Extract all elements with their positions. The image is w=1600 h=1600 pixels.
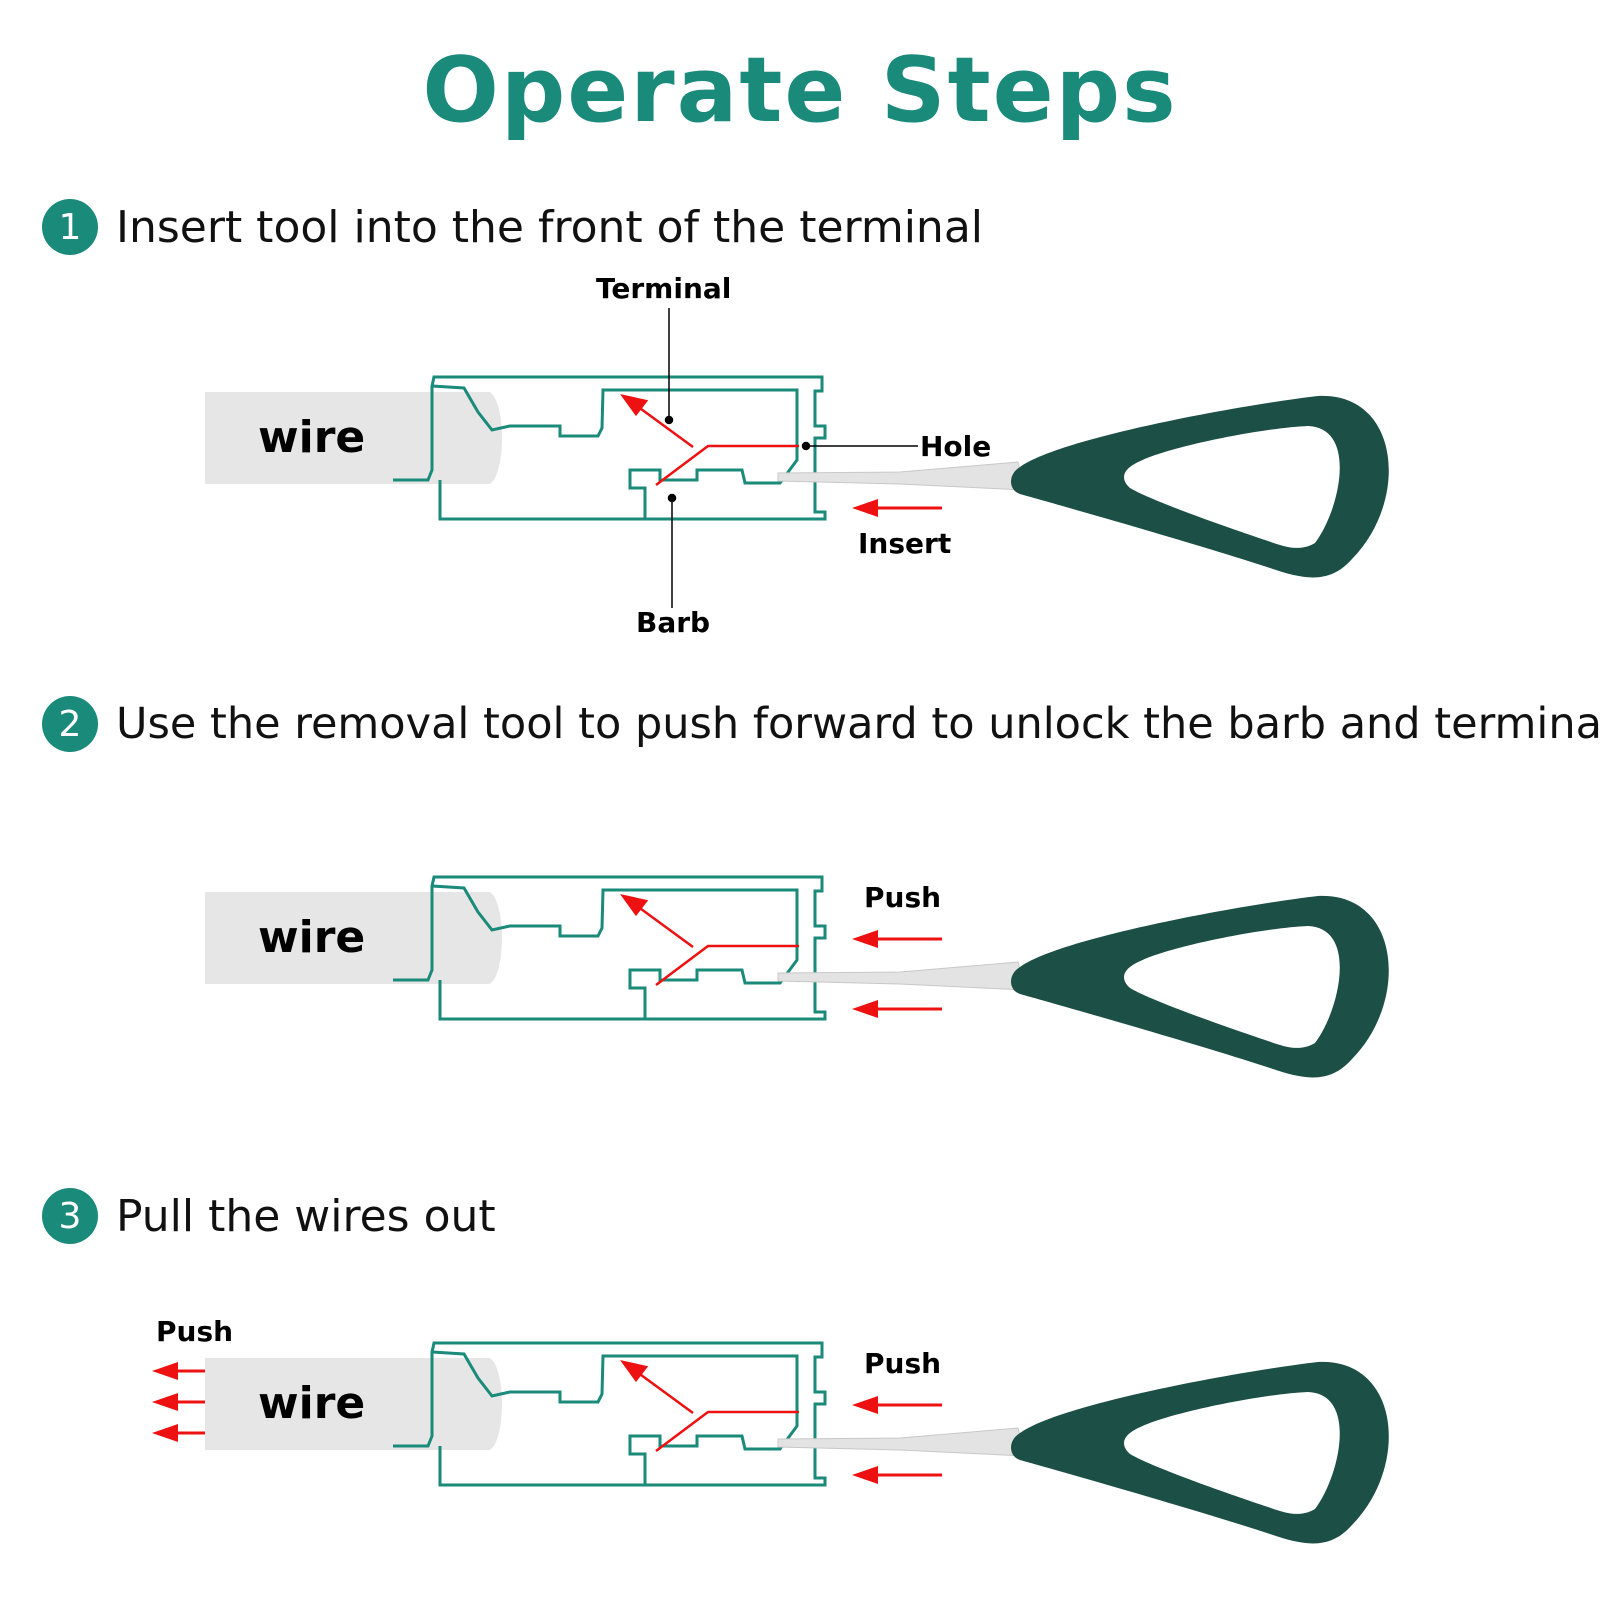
hole-callout — [801, 441, 918, 451]
step-3-heading: 3 Pull the wires out — [42, 1186, 496, 1246]
terminal-housing — [393, 375, 827, 521]
barb-arrow — [620, 894, 799, 986]
barb-arrow — [620, 394, 799, 486]
page-title: Operate Steps — [422, 38, 1178, 143]
wire-label: wire — [258, 1378, 365, 1429]
step-1-diagram: wire Terminal Hole Barb Insert — [205, 272, 1389, 639]
terminal-housing — [393, 875, 827, 1021]
step-number-badge: 1 — [42, 199, 98, 255]
barb-label: Barb — [636, 606, 710, 639]
wire-body — [205, 1358, 502, 1450]
step-2-heading: 2 Use the removal tool to push forward t… — [42, 694, 1600, 754]
tool-handle — [1011, 1361, 1389, 1544]
step-3-diagram: Push wire Push — [152, 1315, 1389, 1544]
step-instruction: Use the removal tool to push forward to … — [116, 699, 1600, 749]
step-2-diagram: wire Push — [205, 875, 1389, 1078]
hole-label: Hole — [920, 430, 991, 463]
terminal-label: Terminal — [596, 272, 731, 305]
insert-arrow — [852, 499, 942, 517]
wire-label: wire — [258, 912, 365, 963]
terminal-callout — [664, 308, 674, 425]
wire-label: wire — [258, 412, 365, 463]
step-number-badge: 2 — [42, 696, 98, 752]
insert-label: Insert — [858, 527, 951, 560]
push-right-label: Push — [864, 1347, 941, 1380]
tool-handle — [1011, 395, 1389, 578]
barb-callout — [667, 493, 677, 608]
push-arrow-upper — [852, 1396, 942, 1414]
push-arrow-lower — [852, 1466, 942, 1484]
wire-body — [205, 392, 502, 484]
step-instruction: Pull the wires out — [116, 1190, 496, 1242]
push-arrow-lower — [852, 1000, 942, 1018]
barb-arrow — [620, 1360, 799, 1452]
step-1-heading: 1 Insert tool into the front of the term… — [42, 197, 983, 257]
terminal-housing — [393, 1341, 827, 1487]
tool-handle — [1011, 895, 1389, 1078]
push-arrow-upper — [852, 930, 942, 948]
step-instruction: Insert tool into the front of the termin… — [116, 201, 984, 253]
push-label: Push — [864, 881, 941, 914]
push-left-label: Push — [156, 1315, 233, 1348]
step-number-badge: 3 — [42, 1188, 98, 1244]
